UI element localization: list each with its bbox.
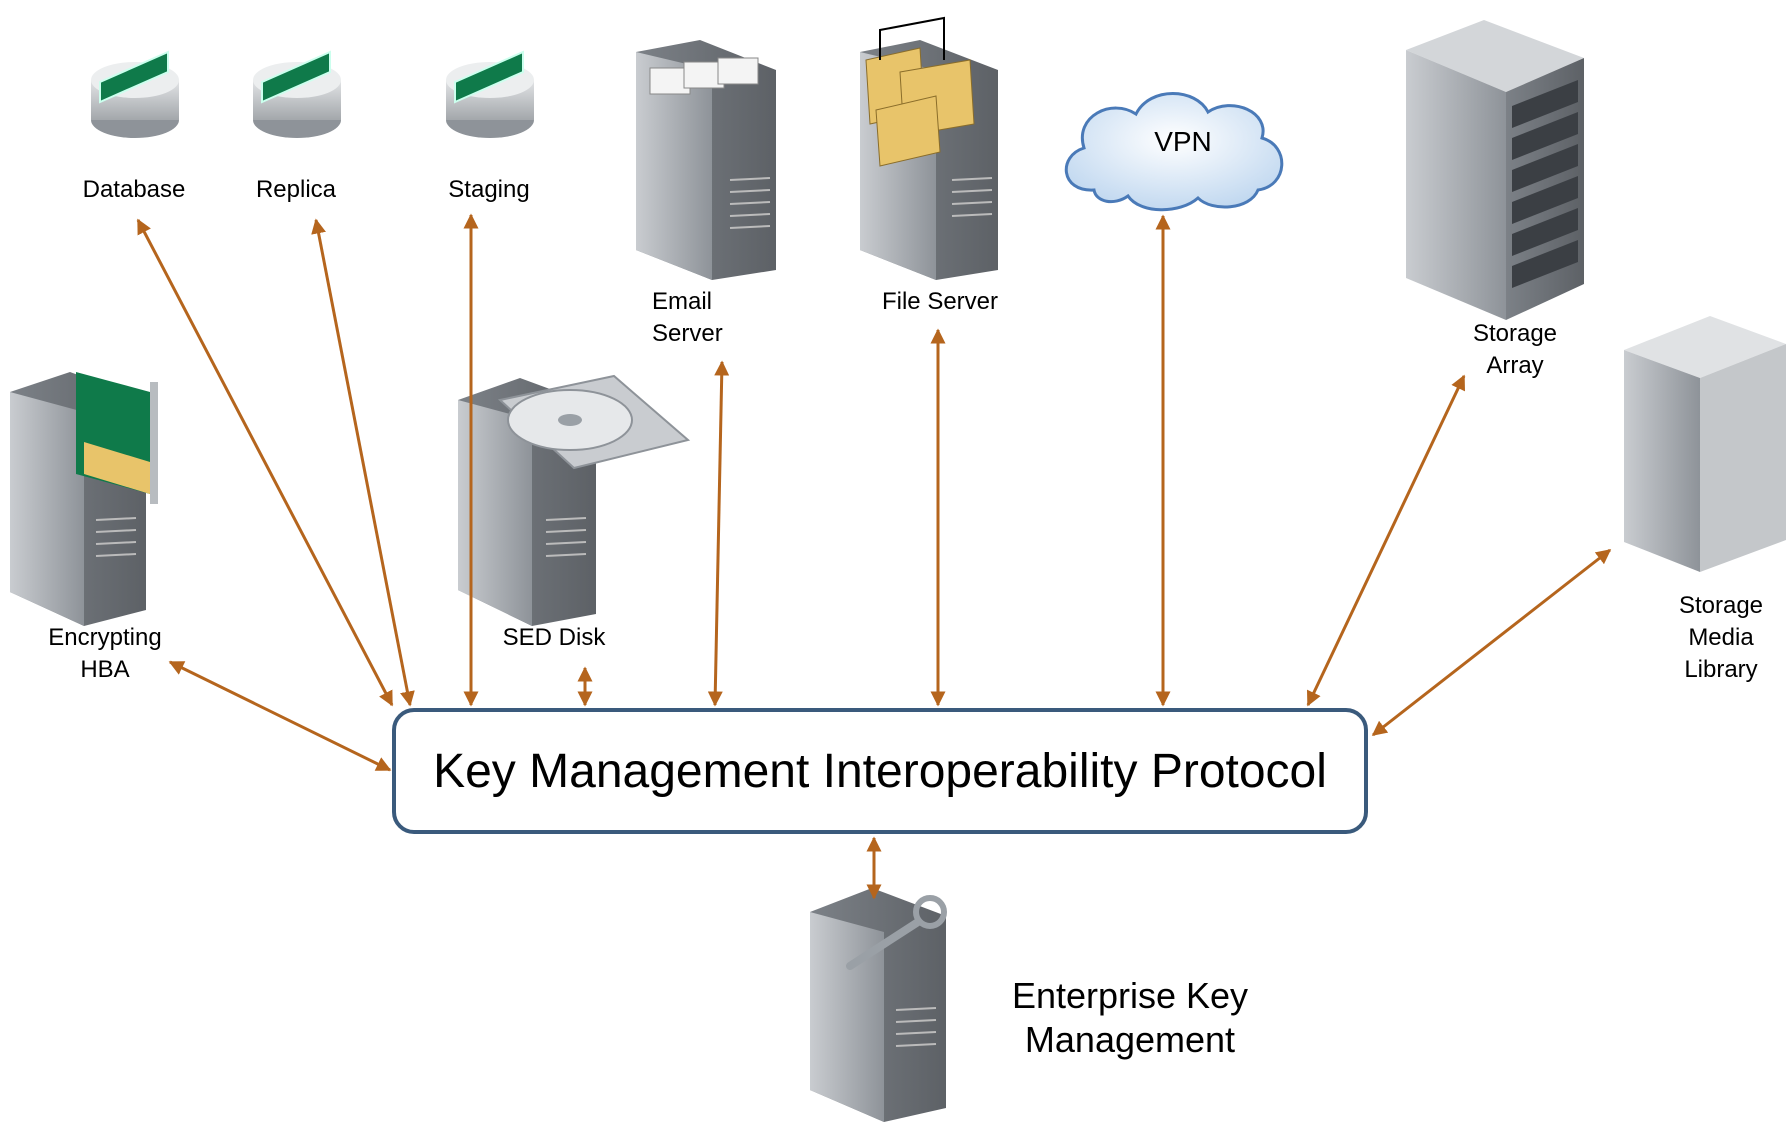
enterprise-key-management-label: Enterprise Key Management <box>1011 975 1249 1060</box>
email-server-icon <box>636 40 776 280</box>
vpn-cloud-icon <box>1064 92 1284 212</box>
storage-media-library-label: Storage Media Library <box>1678 592 1764 683</box>
encrypting-hba-label: Encrypting HBA <box>48 624 162 683</box>
file-server-label: File Server <box>881 288 999 315</box>
arrow-storage-array <box>1306 374 1466 707</box>
kmip-hub-label: Key Management Interoperability Protocol <box>433 744 1327 798</box>
key-management-server-icon <box>810 888 947 1122</box>
staging-label: Staging <box>448 176 530 203</box>
kmip-hub: Key Management Interoperability Protocol <box>392 708 1368 834</box>
replica-label: Replica <box>255 176 337 203</box>
storage-array-icon <box>1406 20 1584 320</box>
storage-array-label: Storage Array <box>1472 320 1558 379</box>
arrow-email-server <box>707 360 730 707</box>
sed-disk-label: SED Disk <box>502 624 606 651</box>
vpn-label: VPN <box>1154 126 1212 157</box>
sed-disk-icon <box>458 374 691 626</box>
encrypting-hba-icon <box>10 372 158 626</box>
staging-icon <box>446 50 534 138</box>
arrow-replica <box>311 218 415 707</box>
replica-icon <box>253 50 341 138</box>
arrow-storage-media-library <box>1371 548 1612 737</box>
email-server-label: Email Server <box>652 288 723 347</box>
database-label: Database <box>82 176 186 203</box>
database-icon <box>91 50 179 138</box>
storage-media-library-icon <box>1624 316 1786 572</box>
file-server-icon <box>860 16 998 280</box>
arrow-encrypting-hba <box>168 660 392 772</box>
